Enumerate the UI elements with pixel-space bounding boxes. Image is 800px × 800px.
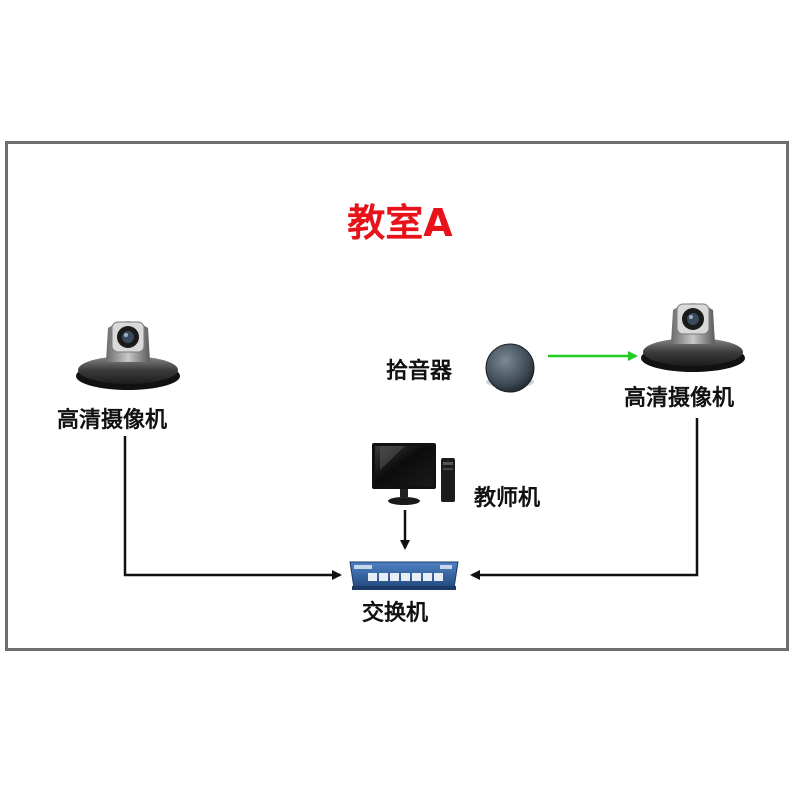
ptz-camera-icon [76,321,180,390]
teacher-pc-label: 教师机 [474,480,540,512]
network-switch-icon [350,562,458,590]
microphone-icon [486,344,534,392]
camera-left-label: 高清摄像机 [57,402,167,434]
switch-label: 交换机 [362,595,428,627]
microphone-label: 拾音器 [386,353,452,385]
ptz-camera-icon [641,303,745,372]
camera-right-label: 高清摄像机 [624,380,734,412]
desktop-computer-icon [372,443,455,505]
edge-camera-left-to-switch [125,436,340,575]
